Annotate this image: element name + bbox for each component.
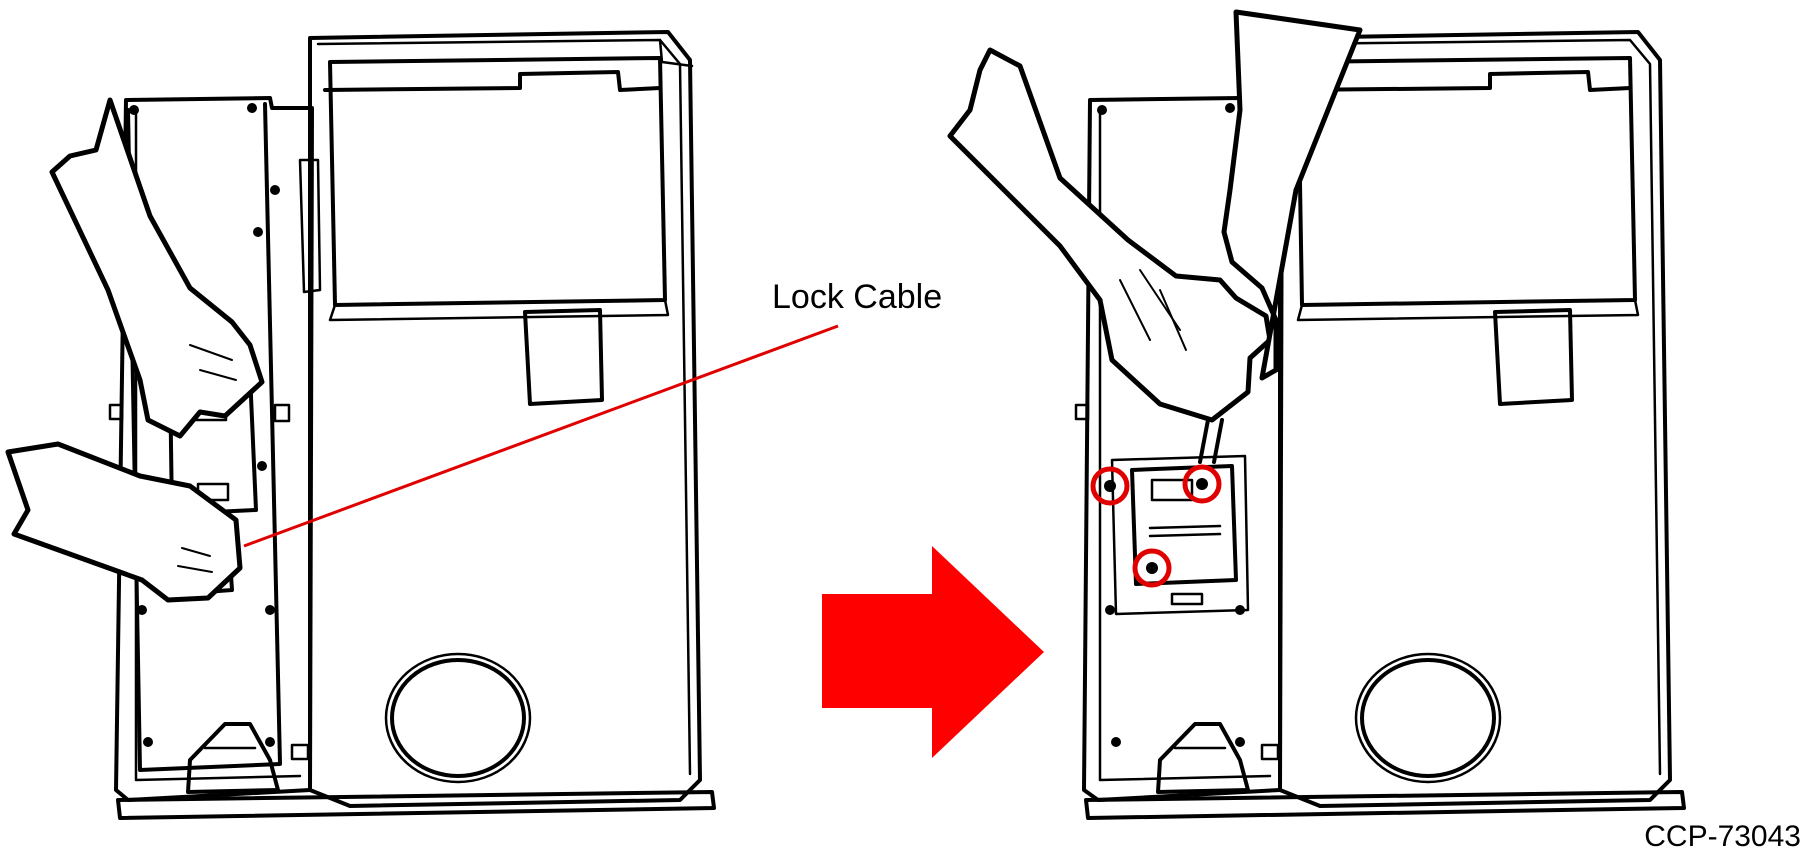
figure-id: CCP-73043 xyxy=(1644,820,1801,853)
screw-highlight-circle xyxy=(1182,464,1222,504)
right-panel xyxy=(947,9,1686,820)
screw-highlight-circle xyxy=(1132,548,1172,588)
screw-highlight-circle xyxy=(1090,466,1130,506)
callout-leader-line xyxy=(243,324,839,548)
left-panel xyxy=(5,30,716,820)
right-arrow-icon xyxy=(822,546,1044,758)
lock-cable-callout: Lock Cable xyxy=(772,278,943,316)
